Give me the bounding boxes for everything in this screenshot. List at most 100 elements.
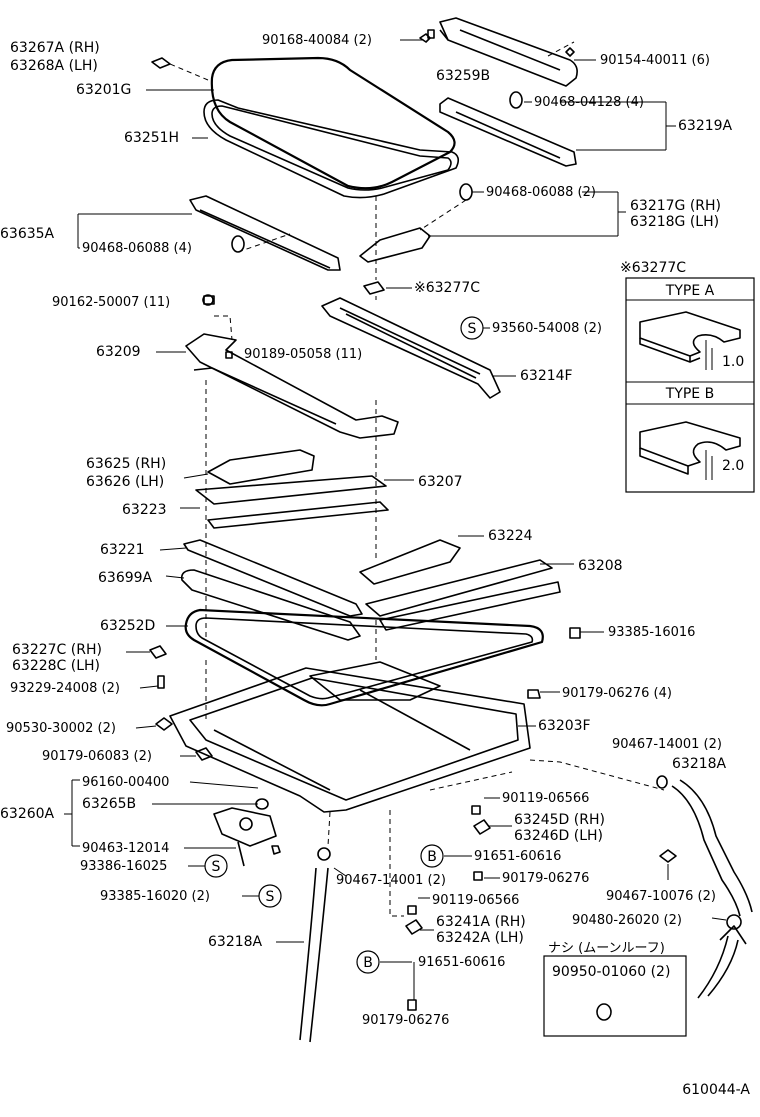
frame-63209-drawing	[185, 294, 399, 439]
shim-type-b-thickness: 2.0	[722, 458, 744, 474]
bracket-63635a-drawing	[189, 195, 341, 271]
label-93560-54008: 93560-54008 (2)	[492, 321, 602, 336]
label-90530-30002: 90530-30002 (2)	[6, 721, 116, 736]
label-93229-24008: 93229-24008 (2)	[10, 681, 120, 696]
label-63207: 63207	[418, 474, 463, 490]
housing-63203f-drawing	[169, 661, 531, 813]
label-63265b: 63265B	[82, 796, 136, 812]
label-90480-26020: 90480-26020 (2)	[572, 913, 682, 928]
label-63625: 63625 (RH)	[86, 456, 166, 472]
label-63252d: 63252D	[100, 618, 155, 634]
label-63221: 63221	[100, 542, 145, 558]
markers: S S S B B	[204, 316, 484, 974]
label-63241a: 63241A (RH)	[436, 914, 526, 930]
label-63208: 63208	[578, 558, 623, 574]
arrow-shaft	[697, 935, 739, 999]
label-93385-16016: 93385-16016	[608, 625, 695, 640]
label-63218a-right: 63218A	[672, 756, 727, 772]
label-90119-06566-b: 90119-06566	[432, 893, 519, 908]
label-90179-06276-b: 90179-06276	[502, 871, 589, 886]
label-90189-05058: 90189-05058 (11)	[244, 347, 362, 362]
label-93385-16020: 93385-16020 (2)	[100, 889, 210, 904]
moonroof-note-part: 90950-01060 (2)	[552, 964, 670, 980]
label-63203f: 63203F	[538, 718, 591, 734]
marker-b-2: B	[363, 955, 373, 971]
guide-63207-drawing	[195, 475, 389, 529]
label-91651-60616-b: 91651-60616	[418, 955, 505, 970]
inset-title: ※63277C	[620, 260, 686, 276]
label-63214f: 63214F	[520, 368, 573, 384]
label-63201g: 63201G	[76, 82, 131, 98]
label-90468-06088-2: 90468-06088 (2)	[486, 185, 596, 200]
label-63217g: 63217G (RH)	[630, 198, 721, 214]
label-63699a: 63699A	[98, 570, 153, 586]
label-90179-06083: 90179-06083 (2)	[42, 749, 152, 764]
label-90168-40084: 90168-40084 (2)	[262, 33, 372, 48]
label-90467-14001-center: 90467-14001 (2)	[336, 873, 446, 888]
inset-63277c: ※63277C TYPE A TYPE B 1.0 2.0	[620, 260, 755, 493]
moonroof-note-box: ナシ (ムーンルーフ) 90950-01060 (2)	[543, 925, 747, 1037]
label-90179-06276-c: 90179-06276	[362, 1013, 449, 1028]
label-63259b: 63259B	[436, 68, 490, 84]
label-63228c: 63228C (LH)	[12, 658, 100, 674]
marker-s-2: S	[212, 859, 221, 875]
seal-63252d-drawing	[184, 608, 544, 707]
glass-weatherstrip-drawing	[203, 99, 460, 199]
label-63209: 63209	[96, 344, 141, 360]
motor-assembly-drawing	[213, 798, 281, 867]
label-63219a: 63219A	[678, 118, 733, 134]
label-63223: 63223	[122, 502, 167, 518]
marker-s-3: S	[266, 889, 275, 905]
label-63277c-callout: ※63277C	[414, 280, 480, 296]
label-63635a: 63635A	[0, 226, 55, 242]
label-90467-14001-right: 90467-14001 (2)	[612, 737, 722, 752]
label-63227c: 63227C (RH)	[12, 642, 102, 658]
label-63242a: 63242A (LH)	[436, 930, 524, 946]
shim-type-a-thickness: 1.0	[722, 354, 744, 370]
label-63267a: 63267A (RH)	[10, 40, 100, 56]
label-63251h: 63251H	[124, 130, 179, 146]
label-90463-12014: 90463-12014	[82, 841, 169, 856]
label-90468-04128: 90468-04128 (4)	[534, 95, 644, 110]
diagram-code: 610044-A	[682, 1082, 750, 1098]
label-63626: 63626 (LH)	[86, 474, 164, 490]
marker-s-1: S	[468, 321, 477, 337]
seal-63699a-drawing	[180, 569, 361, 641]
shim-type-b-drawing	[639, 421, 741, 467]
plug-drawing	[596, 1003, 612, 1021]
label-63218a-left: 63218A	[208, 934, 263, 950]
fasteners-drawing	[149, 29, 581, 1011]
inset-type-a-label: TYPE A	[665, 283, 715, 299]
label-90468-06088-4: 90468-06088 (4)	[82, 241, 192, 256]
label-90162-50007: 90162-50007 (11)	[52, 295, 170, 310]
spacer-63277c-drawing	[363, 281, 385, 295]
marker-b-1: B	[427, 849, 437, 865]
drain-hose-left-drawing	[299, 847, 331, 1043]
label-63268a: 63268A (LH)	[10, 58, 98, 74]
label-91651-60616-a: 91651-60616	[474, 849, 561, 864]
label-90119-06566-a: 90119-06566	[502, 791, 589, 806]
moonroof-note-heading: ナシ (ムーンルーフ)	[548, 941, 665, 956]
leader-lines	[64, 39, 727, 1000]
shim-type-a-drawing	[639, 311, 741, 357]
arrow-head	[719, 925, 747, 945]
label-63224: 63224	[488, 528, 533, 544]
bracket-63625-drawing	[207, 449, 315, 485]
part-labels: 63267A (RH) 63268A (LH) 63201G 63251H 63…	[0, 33, 733, 1028]
label-63218g: 63218G (LH)	[630, 214, 719, 230]
inset-type-b-label: TYPE B	[665, 386, 714, 402]
label-63260a: 63260A	[0, 806, 55, 822]
label-90154-40011: 90154-40011 (6)	[600, 53, 710, 68]
label-90179-06276-4: 90179-06276 (4)	[562, 686, 672, 701]
sunroof-glass-drawing	[210, 56, 456, 190]
label-90467-10076: 90467-10076 (2)	[606, 889, 716, 904]
drain-hose-right-drawing	[656, 775, 753, 930]
label-63246d: 63246D (LH)	[514, 828, 603, 844]
label-96160-00400: 96160-00400	[82, 775, 169, 790]
rail-63219a-drawing	[439, 91, 577, 167]
label-63245d: 63245D (RH)	[514, 812, 605, 828]
label-93386-16025: 93386-16025	[80, 859, 167, 874]
frame-63214f-drawing	[321, 297, 501, 399]
